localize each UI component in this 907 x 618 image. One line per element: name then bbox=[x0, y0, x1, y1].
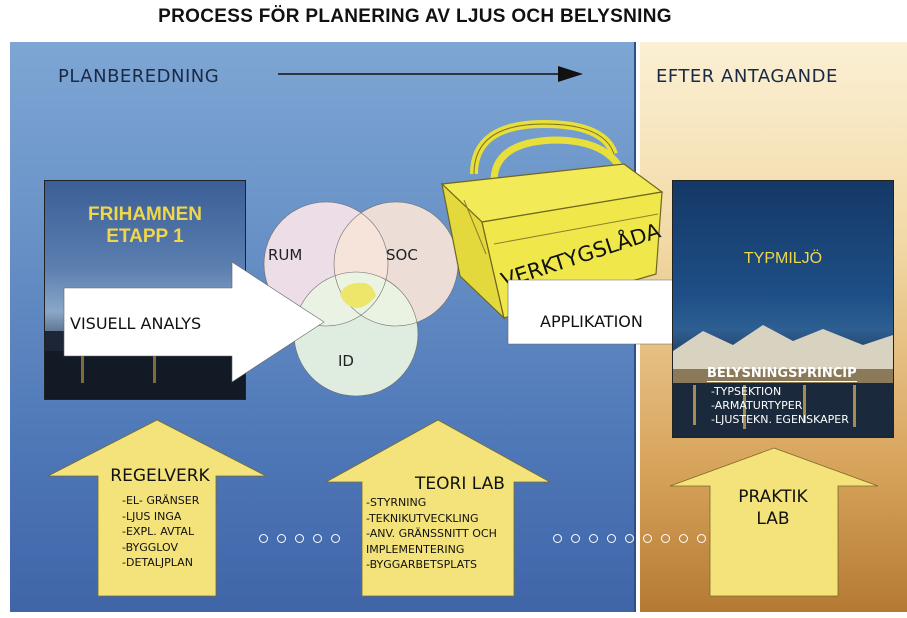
praktik-lab-up-arrow bbox=[669, 447, 879, 597]
frihamnen-name: FRIHAMNEN bbox=[88, 204, 202, 225]
typmiljo-photo: TYPMILJÖ BELYSNINGSPRINCIP -TYPSEKTION -… bbox=[672, 180, 894, 438]
teori-lab-up-arrow bbox=[324, 419, 552, 597]
teori-lab-item: -TEKNIKUTVECKLING bbox=[366, 511, 479, 525]
connector-dot bbox=[295, 534, 304, 543]
venn-diagram bbox=[263, 201, 459, 397]
connector-dot bbox=[277, 534, 286, 543]
typmiljo-label: TYPMILJÖ bbox=[743, 250, 823, 267]
praktik-lab-title: PRAKTIK LAB bbox=[718, 486, 828, 530]
regelverk-item: -EXPL. AVTAL bbox=[122, 525, 195, 538]
regelverk-item: -BYGGLOV bbox=[122, 540, 179, 554]
frihamnen-stage: ETAPP 1 bbox=[106, 226, 184, 247]
connector-dot bbox=[571, 534, 580, 543]
praktik-lab-title-line2: LAB bbox=[756, 509, 790, 529]
teori-lab-title: TEORI LAB bbox=[415, 474, 505, 494]
connector-dot bbox=[313, 534, 322, 543]
teori-lab-item: -BYGGARBETSPLATS bbox=[366, 558, 478, 571]
applikation-label: APPLIKATION bbox=[540, 312, 643, 331]
page-title: PROCESS FÖR PLANERING AV LJUS OCH BELYSN… bbox=[158, 6, 672, 27]
connector-dot bbox=[697, 534, 706, 543]
teori-lab-list: -STYRNING -TEKNIKUTVECKLING -ANV. GRÄNSS… bbox=[366, 495, 497, 573]
connector-dot bbox=[259, 534, 268, 543]
connector-dot bbox=[625, 534, 634, 543]
venn-center bbox=[340, 282, 376, 308]
venn-circle-id bbox=[294, 272, 418, 396]
praktik-lab-title-line1: PRAKTIK bbox=[738, 487, 808, 507]
belysningsprincip-heading: BELYSNINGSPRINCIP bbox=[707, 366, 857, 382]
teori-lab-item: -ANV. GRÄNSSNITT OCH bbox=[366, 527, 497, 540]
belysningsprincip-item: -ARMATURTYPER bbox=[711, 399, 803, 412]
connector-dot bbox=[643, 534, 652, 543]
venn-label-rum: RUM bbox=[268, 246, 303, 264]
regelverk-list: -EL- GRÄNSER -LJUS INGA -EXPL. AVTAL -BY… bbox=[122, 493, 199, 571]
timeline-arrow bbox=[278, 66, 583, 82]
belysningsprincip-item: -LJUSTEKN. EGENSKAPER bbox=[711, 413, 849, 426]
regelverk-item: -DETALJPLAN bbox=[122, 556, 193, 569]
belysningsprincip-item: -TYPSEKTION bbox=[711, 385, 782, 398]
connector-dot bbox=[679, 534, 688, 543]
venn-label-id: ID bbox=[338, 352, 354, 370]
teori-lab-item: -STYRNING bbox=[366, 496, 427, 509]
connector-dot bbox=[661, 534, 670, 543]
regelverk-item: -EL- GRÄNSER bbox=[122, 494, 200, 507]
regelverk-up-arrow bbox=[47, 419, 267, 597]
harbour-night-scene bbox=[673, 325, 893, 437]
regelverk-title: REGELVERK bbox=[110, 466, 210, 486]
belysningsprincip-list: -TYPSEKTION -ARMATURTYPER -LJUSTEKN. EGE… bbox=[711, 385, 849, 427]
venn-label-soc: SOC bbox=[386, 246, 418, 264]
regelverk-item: -LJUS INGA bbox=[122, 509, 182, 523]
phase-label-efter-antagande: EFTER ANTAGANDE bbox=[656, 66, 838, 87]
connector-dot bbox=[553, 534, 562, 543]
phase-label-planberedning: PLANBEREDNING bbox=[58, 66, 220, 87]
connector-dot bbox=[607, 534, 616, 543]
visuell-analys-arrow bbox=[63, 261, 325, 383]
connector-dot bbox=[331, 534, 340, 543]
connector-dot bbox=[589, 534, 598, 543]
teori-lab-item: IMPLEMENTERING bbox=[366, 542, 465, 556]
visuell-analys-label: VISUELL ANALYS bbox=[70, 314, 202, 333]
